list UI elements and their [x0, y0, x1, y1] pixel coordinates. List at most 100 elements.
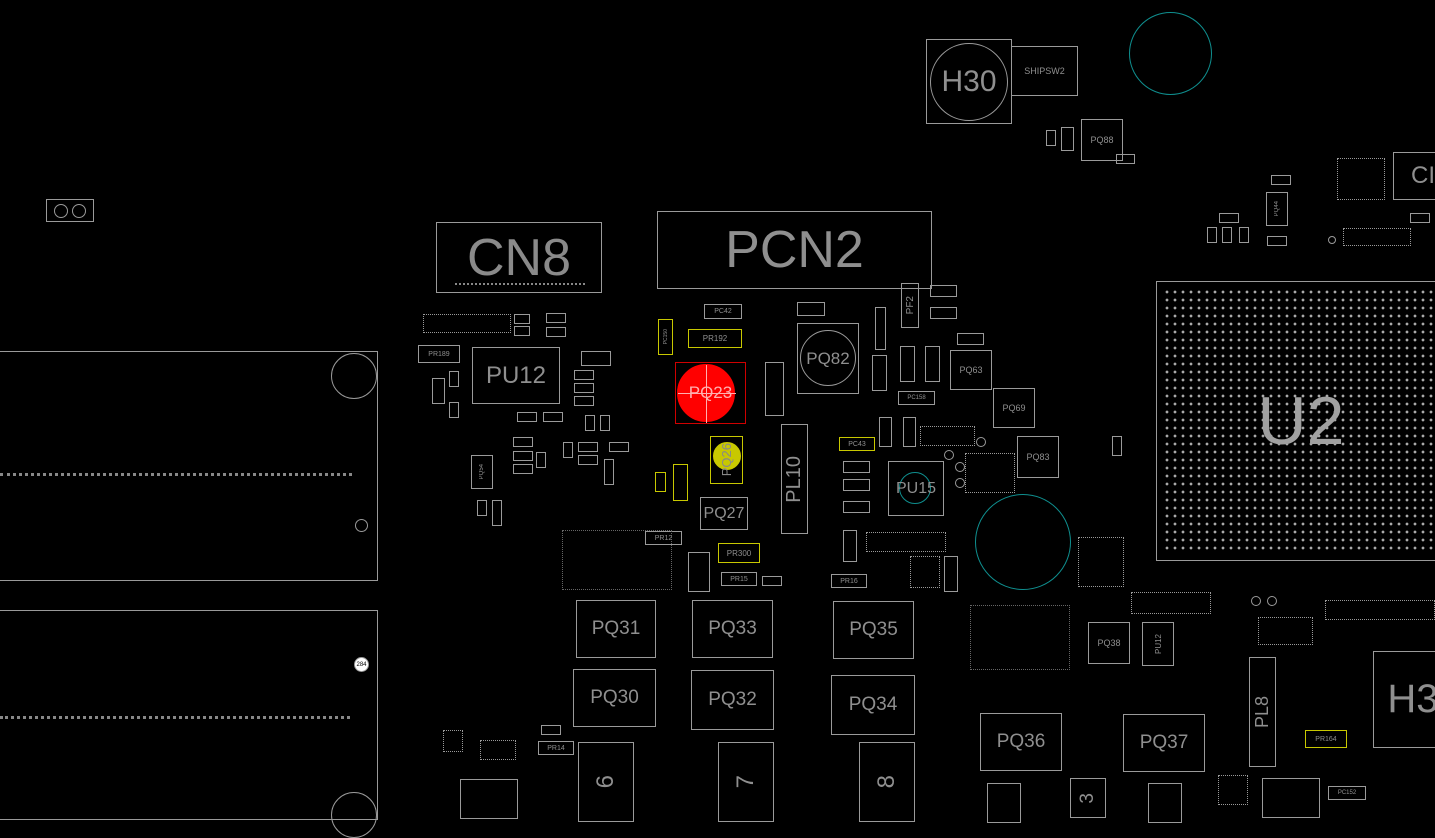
footprint-outline[interactable] [1239, 227, 1249, 243]
capacitor-pc158[interactable]: PC158 [898, 391, 935, 405]
footprint-outline[interactable] [609, 442, 629, 452]
footprint-outline[interactable] [517, 412, 537, 422]
ic-u2[interactable]: U2 [1156, 281, 1435, 561]
memory-slot-upper[interactable] [0, 351, 378, 581]
component-ci-partial[interactable]: CI [1393, 152, 1435, 200]
footprint-outline[interactable] [477, 500, 487, 516]
footprint-outline[interactable] [423, 314, 511, 333]
resistor-pr14[interactable]: PR14 [538, 741, 574, 755]
footprint-outline[interactable] [903, 417, 916, 447]
transistor-pq26-selected[interactable]: PQ26 [710, 436, 743, 484]
resistor-pr300-selected[interactable]: PR300 [718, 543, 760, 563]
footprint-outline[interactable] [1222, 227, 1232, 243]
footprint-outline[interactable] [1219, 213, 1239, 223]
footprint-outline[interactable] [543, 412, 563, 422]
footprint-outline[interactable] [987, 783, 1021, 823]
footprint-outline[interactable] [480, 740, 516, 760]
footprint-outline[interactable] [604, 459, 614, 485]
footprint-outline[interactable] [765, 362, 784, 416]
footprint-outline[interactable] [449, 402, 459, 418]
footprint-outline[interactable] [563, 442, 573, 458]
footprint-outline[interactable] [1325, 600, 1435, 620]
hole-h30[interactable]: H30 [926, 39, 1012, 124]
footprint-outline[interactable] [843, 501, 870, 513]
transistor-pq32[interactable]: PQ32 [691, 670, 774, 730]
footprint-outline[interactable] [1061, 127, 1074, 151]
footprint-outline[interactable] [875, 307, 886, 350]
fuse-pf2[interactable]: PF2 [901, 283, 919, 328]
footprint-outline[interactable] [1046, 130, 1056, 146]
ic-pu12[interactable]: PU12 [472, 347, 560, 404]
transistor-pq88[interactable]: PQ88 [1081, 119, 1123, 161]
footprint-outline[interactable] [965, 453, 1015, 493]
inductor-partial-8[interactable]: 8 [859, 742, 915, 822]
component-partial-7a[interactable] [460, 779, 518, 819]
footprint-outline[interactable] [1218, 775, 1248, 805]
resistor-pr161[interactable] [688, 552, 710, 592]
footprint-outline[interactable] [514, 326, 530, 336]
footprint-outline[interactable] [1258, 617, 1313, 645]
footprint-outline[interactable] [574, 383, 594, 393]
footprint-outline[interactable] [1207, 227, 1217, 243]
footprint-outline[interactable] [581, 351, 611, 366]
transistor-pq54[interactable]: PQ54 [471, 455, 493, 489]
footprint-outline[interactable] [578, 455, 598, 465]
footprint-outline[interactable] [762, 576, 782, 586]
footprint-outline[interactable] [1267, 236, 1287, 246]
footprint-outline[interactable] [1343, 228, 1411, 246]
component-partial-3[interactable]: 3 [1070, 778, 1106, 818]
connector-pcn2[interactable]: PCN2 [657, 211, 932, 289]
footprint-outline[interactable] [879, 417, 892, 447]
component-j1[interactable] [46, 199, 94, 222]
footprint-outline[interactable] [514, 314, 530, 324]
inductor-partial-6[interactable]: 6 [578, 742, 634, 822]
footprint-outline[interactable] [1410, 213, 1430, 223]
ic-pu12b[interactable]: PU12 [1142, 622, 1174, 666]
footprint-outline[interactable] [970, 605, 1070, 670]
transistor-pq82[interactable]: PQ82 [797, 323, 859, 394]
transistor-pq36[interactable]: PQ36 [980, 713, 1062, 771]
transistor-pq69[interactable]: PQ69 [993, 388, 1035, 428]
footprint-outline[interactable] [546, 327, 566, 337]
footprint-outline[interactable] [443, 730, 463, 752]
footprint-outline[interactable] [900, 346, 915, 382]
transistor-pq31[interactable]: PQ31 [576, 600, 656, 658]
footprint-outline[interactable] [1116, 154, 1135, 164]
footprint-outline[interactable] [536, 452, 546, 468]
footprint-outline[interactable] [574, 396, 594, 406]
capacitor-pc43-selected[interactable]: PC43 [839, 437, 875, 451]
inductor-pl8[interactable]: PL8 [1249, 657, 1276, 767]
footprint-outline[interactable] [843, 530, 857, 562]
footprint-outline[interactable] [910, 556, 940, 588]
footprint-outline[interactable] [546, 313, 566, 323]
footprint-outline[interactable] [1262, 778, 1320, 818]
footprint-outline[interactable] [655, 472, 666, 492]
transistor-pq35[interactable]: PQ35 [833, 601, 914, 659]
capacitor-pc42[interactable]: PC42 [704, 304, 742, 319]
resistor-pr15[interactable]: PR15 [721, 572, 757, 586]
resistor-pr189[interactable]: PR189 [418, 345, 460, 363]
footprint-outline[interactable] [541, 725, 561, 735]
footprint-outline[interactable] [925, 346, 940, 382]
inductor-partial-7[interactable]: 7 [718, 742, 774, 822]
footprint-outline[interactable] [513, 464, 533, 474]
transistor-pq23-selected[interactable]: PQ23 [675, 362, 746, 424]
resistor-pr12[interactable]: PR12 [645, 531, 682, 545]
footprint-outline[interactable] [673, 464, 688, 501]
transistor-pq30[interactable]: PQ30 [573, 669, 656, 727]
transistor-pq27[interactable]: PQ27 [700, 497, 748, 530]
footprint-outline[interactable] [578, 442, 598, 452]
footprint-outline[interactable] [944, 556, 958, 592]
footprint-outline[interactable] [562, 530, 672, 590]
footprint-outline[interactable] [930, 307, 957, 319]
transistor-pq38[interactable]: PQ38 [1088, 622, 1130, 664]
capacitor-pc152[interactable]: PC152 [1328, 786, 1366, 800]
footprint-outline[interactable] [585, 415, 595, 431]
switch-shipsw2[interactable]: SHIPSW2 [1011, 46, 1078, 96]
footprint-outline[interactable] [797, 302, 825, 316]
footprint-outline[interactable] [432, 378, 445, 404]
footprint-outline[interactable] [930, 285, 957, 297]
footprint-outline[interactable] [957, 333, 984, 345]
memory-slot-lower[interactable] [0, 610, 378, 820]
